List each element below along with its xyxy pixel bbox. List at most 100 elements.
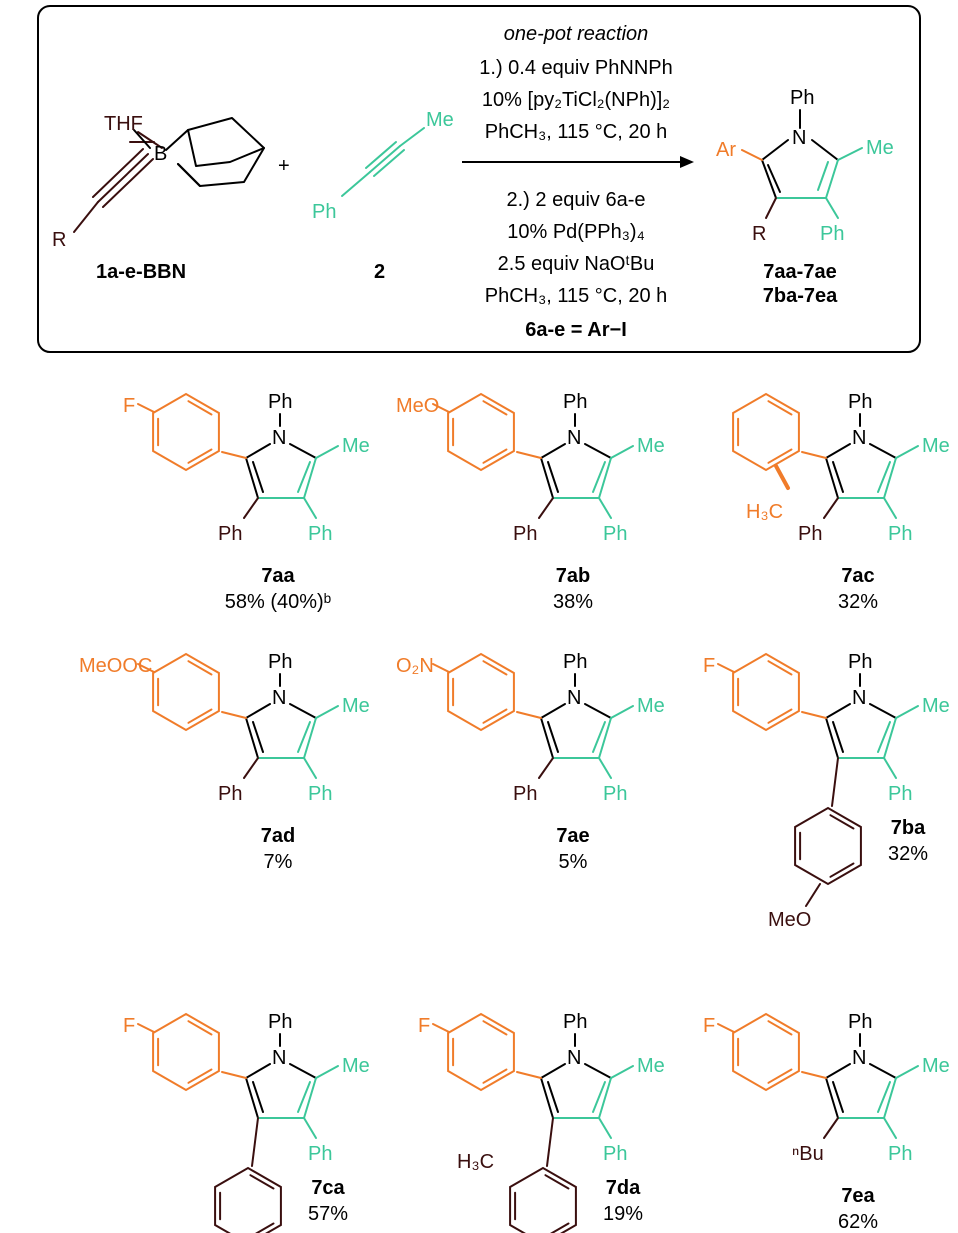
reagent-1-structure — [73, 117, 265, 233]
c4-phenyl-label: Ph — [308, 523, 332, 545]
c4-phenyl-label: Ph — [603, 783, 627, 805]
c3-group-label: Ph — [798, 523, 822, 545]
n-phenyl-label: Ph — [848, 391, 872, 413]
product-n: N — [792, 127, 806, 149]
aryl-substituent: F — [418, 1015, 430, 1037]
plus-sign: + — [278, 155, 290, 177]
compound-yield: 5% — [559, 851, 588, 873]
nitrogen-label: N — [567, 427, 581, 449]
product-label-1: 7aa-7ae — [763, 261, 836, 283]
nitrogen-label: N — [852, 427, 866, 449]
c3-group-label: MeO — [768, 909, 811, 931]
c3-group-label: Ph — [513, 783, 537, 805]
conditions-step2-line1: 2.) 2 equiv 6a-e — [507, 189, 646, 211]
n-phenyl-label: Ph — [268, 391, 292, 413]
aryl-ring — [732, 652, 800, 732]
c3-group-label: Ph — [513, 523, 537, 545]
n-phenyl-label: Ph — [563, 651, 587, 673]
reagent-2-label: 2 — [374, 261, 385, 283]
thf-label: THF — [104, 113, 143, 135]
aryl-ring — [732, 1012, 800, 1092]
c3-aryl-ring — [214, 1166, 282, 1233]
c4-phenyl-label: Ph — [888, 783, 912, 805]
c3-aryl-ring — [509, 1166, 577, 1233]
compound-id: 7aa — [261, 565, 295, 587]
reagent-2-me: Me — [426, 109, 454, 131]
compound-7ca: PhNMePhFF₃C7ca57% — [123, 1011, 370, 1233]
methyl-label: Me — [922, 695, 950, 717]
methyl-label: Me — [342, 1055, 370, 1077]
n-phenyl-label: Ph — [563, 1011, 587, 1033]
product-n-ph: Ph — [790, 87, 814, 109]
conditions-step2-line5: 6a-e = Ar−I — [525, 319, 627, 341]
compound-yield: 19% — [603, 1203, 643, 1225]
reagent-2-ph: Ph — [312, 201, 336, 223]
product-r: R — [752, 223, 766, 245]
c4-phenyl-label: Ph — [308, 1143, 332, 1165]
methyl-label: Me — [637, 435, 665, 457]
compound-id: 7ca — [311, 1177, 345, 1199]
aryl-ring — [447, 392, 515, 472]
n-phenyl-label: Ph — [268, 1011, 292, 1033]
conditions-step2-line4: PhCH₃, 115 °C, 20 h — [485, 285, 668, 307]
reagent-2-structure — [341, 127, 425, 197]
boron-label: B — [154, 143, 167, 165]
n-phenyl-label: Ph — [268, 651, 292, 673]
methyl-label: Me — [342, 695, 370, 717]
compound-id: 7ac — [841, 565, 874, 587]
aryl-substituent: F — [703, 1015, 715, 1037]
aryl-substituent: MeO — [396, 395, 439, 417]
compound-yield: 32% — [838, 591, 878, 613]
aryl-ring — [732, 392, 800, 472]
conditions-header: one-pot reaction — [504, 23, 649, 45]
methyl-label: Me — [637, 695, 665, 717]
aryl-substituent: F — [123, 1015, 135, 1037]
aryl-substituent: O₂N — [396, 655, 434, 677]
compound-yield: 38% — [553, 591, 593, 613]
compound-id: 7ad — [261, 825, 295, 847]
conditions-step2-line2: 10% Pd(PPh₃)₄ — [507, 221, 644, 243]
aryl-ring — [447, 652, 515, 732]
c3-group-label: ⁿBu — [792, 1143, 824, 1165]
aryl-substituent: H₃C — [746, 501, 783, 523]
compound-yield: 32% — [888, 843, 928, 865]
reaction-arrow — [462, 156, 694, 168]
aryl-ring — [152, 392, 220, 472]
compound-id: 7ea — [841, 1185, 875, 1207]
n-phenyl-label: Ph — [848, 651, 872, 673]
c4-phenyl-label: Ph — [603, 1143, 627, 1165]
conditions-step1-line1: 1.) 0.4 equiv PhNNPh — [479, 57, 672, 79]
compound-yield: 58% (40%)ᵇ — [225, 591, 331, 613]
compound-id: 7da — [606, 1177, 641, 1199]
c4-phenyl-label: Ph — [888, 523, 912, 545]
nitrogen-label: N — [272, 687, 286, 709]
conditions-step2-line3: 2.5 equiv NaOᵗBu — [498, 253, 655, 275]
aryl-ring — [152, 652, 220, 732]
r-label: R — [52, 229, 66, 251]
compound-id: 7ab — [556, 565, 590, 587]
c4-phenyl-label: Ph — [888, 1143, 912, 1165]
compound-id: 7ae — [556, 825, 589, 847]
nitrogen-label: N — [852, 1047, 866, 1069]
product-label-2: 7ba-7ea — [763, 285, 838, 307]
aryl-ring — [152, 1012, 220, 1092]
c3-aryl-ring — [794, 806, 862, 886]
product-me: Me — [866, 137, 894, 159]
product-ar: Ar — [716, 139, 736, 161]
reaction-box — [37, 5, 921, 353]
compound-yield: 7% — [264, 851, 293, 873]
n-phenyl-label: Ph — [563, 391, 587, 413]
c3-group-label: Ph — [218, 783, 242, 805]
methyl-label: Me — [342, 435, 370, 457]
c3-group-label: Ph — [218, 523, 242, 545]
aryl-substituent: F — [703, 655, 715, 677]
compound-id: 7ba — [891, 817, 926, 839]
methyl-label: Me — [637, 1055, 665, 1077]
